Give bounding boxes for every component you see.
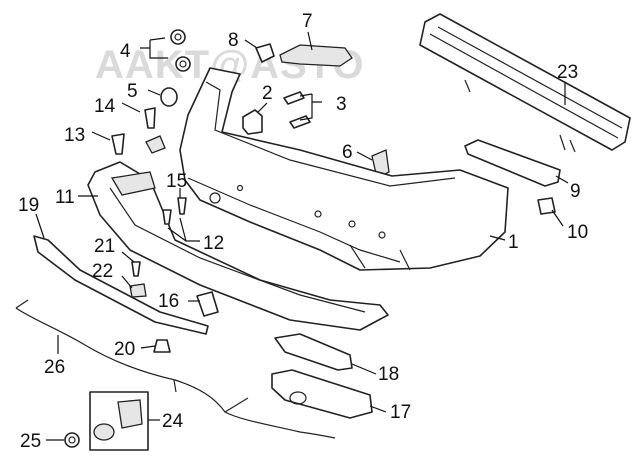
rear-bumper-cover — [179, 67, 509, 271]
bracket-16 — [196, 291, 219, 317]
callout-24: 24 — [162, 411, 184, 432]
callout-12: 12 — [203, 233, 224, 254]
clip-pair — [170, 29, 191, 72]
bolt-21 — [131, 261, 141, 277]
screw-13 — [111, 133, 125, 155]
clip-10 — [537, 197, 556, 215]
screw-14 — [144, 107, 156, 129]
push-fasteners — [162, 197, 187, 225]
leader-lines — [35, 31, 569, 441]
callout-2: 2 — [262, 83, 273, 104]
callout-26: 26 — [44, 357, 65, 378]
callout-17: 17 — [390, 402, 411, 423]
bolt — [255, 43, 275, 63]
callout-19: 19 — [18, 195, 39, 216]
callout-10: 10 — [567, 222, 588, 243]
wire-harness — [15, 307, 336, 439]
lower-valance — [87, 161, 389, 331]
callout-3: 3 — [336, 94, 347, 115]
clip-15 — [145, 135, 166, 154]
clip-22 — [129, 283, 147, 298]
callout-11: 11 — [55, 187, 75, 208]
callout-15: 15 — [166, 171, 187, 192]
callout-labels: 4 5 14 13 8 7 2 3 6 23 9 10 1 11 15 12 1… — [18, 11, 588, 452]
callout-7: 7 — [302, 11, 313, 32]
retainer-bracket — [242, 109, 263, 135]
callout-1: 1 — [508, 232, 519, 253]
screws — [283, 91, 311, 129]
callout-4: 4 — [120, 41, 131, 62]
clip-20 — [153, 339, 171, 353]
sensor-kit — [89, 391, 149, 451]
side-bracket — [279, 44, 353, 67]
callout-23: 23 — [557, 62, 578, 83]
callout-14: 14 — [94, 96, 116, 117]
callout-16: 16 — [158, 291, 179, 312]
callout-5: 5 — [127, 81, 138, 102]
callout-6: 6 — [342, 142, 353, 163]
bracket-9 — [464, 139, 561, 187]
bezel-18 — [274, 333, 353, 371]
parking-sensor — [64, 432, 80, 448]
callout-21: 21 — [94, 236, 115, 257]
hole-plug — [160, 87, 178, 107]
callout-22: 22 — [92, 261, 113, 282]
callout-9: 9 — [570, 181, 581, 202]
callout-13: 13 — [64, 125, 85, 146]
callout-20: 20 — [114, 339, 135, 360]
lamp-assembly — [271, 369, 373, 419]
bumper-reinforcement-beam — [419, 13, 631, 153]
callout-18: 18 — [378, 364, 399, 385]
lower-bracket-strip — [33, 235, 209, 335]
callout-25: 25 — [20, 431, 41, 452]
callout-8: 8 — [228, 30, 239, 51]
